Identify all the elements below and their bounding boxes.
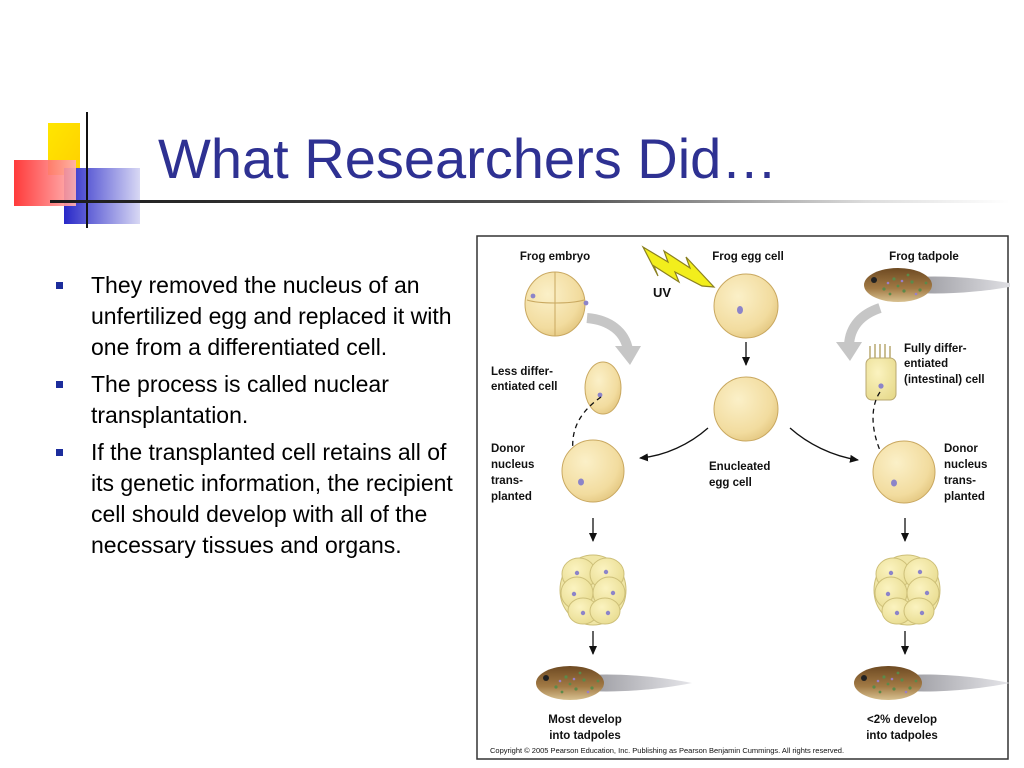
label-frog-embryo: Frog embryo xyxy=(520,251,590,263)
bullet-text: The process is called nuclear transplant… xyxy=(91,371,389,428)
label-donor-right-line4: planted xyxy=(944,491,985,503)
label-uv: UV xyxy=(653,285,671,300)
label-donor-right-line2: nucleus xyxy=(944,459,987,471)
nuclear-transplantation-figure: Frog embryo Frog egg cell Frog tadpole U… xyxy=(476,235,1010,760)
arrow-enucleated-right xyxy=(789,427,859,463)
label-enucleated-line2: egg cell xyxy=(709,477,752,489)
bullet-square-icon xyxy=(56,381,63,388)
label-few-develop-line1: <2% develop xyxy=(867,714,937,726)
copyright-notice: Copyright © 2005 Pearson Education, Inc.… xyxy=(490,746,844,755)
morula-right xyxy=(873,554,941,626)
label-frog-tadpole: Frog tadpole xyxy=(889,251,959,263)
frog-egg-cell xyxy=(713,273,779,339)
bullet-item: The process is called nuclear transplant… xyxy=(56,369,466,431)
frog-embryo-cell xyxy=(524,271,589,337)
label-enucleated-line1: Enucleated xyxy=(709,461,770,473)
arrow-enucleated-left xyxy=(639,427,709,462)
label-donor-right-line3: trans- xyxy=(944,475,976,487)
label-fully-differentiated-line1: Fully differ- xyxy=(904,343,967,355)
deco-blue-square xyxy=(64,168,140,224)
label-most-develop-line2: into tadpoles xyxy=(549,730,621,742)
donor-cell-right xyxy=(872,440,936,504)
label-donor-right-line1: Donor xyxy=(944,443,978,455)
intestinal-cell-icon xyxy=(865,344,897,401)
label-frog-egg-cell: Frog egg cell xyxy=(712,251,784,263)
deco-red-square xyxy=(14,160,76,206)
less-differentiated-cell xyxy=(584,361,622,415)
morula-left xyxy=(559,554,627,626)
label-less-differentiated-line2: entiated cell xyxy=(491,381,557,393)
label-most-develop-line1: Most develop xyxy=(548,714,621,726)
label-donor-left-line4: planted xyxy=(491,491,532,503)
corner-decoration xyxy=(14,112,140,228)
gray-curved-arrow-left xyxy=(586,313,641,365)
dashed-arrow-left xyxy=(569,396,602,467)
label-fully-differentiated-line3: (intestinal) cell xyxy=(904,374,985,386)
label-donor-left-line1: Donor xyxy=(491,443,525,455)
bullet-list: They removed the nucleus of an unfertili… xyxy=(56,270,466,567)
donor-cell-left xyxy=(561,439,625,503)
bullet-square-icon xyxy=(56,449,63,456)
label-donor-left-line3: trans- xyxy=(491,475,523,487)
gray-curved-arrow-right xyxy=(836,303,882,361)
bullet-item: They removed the nucleus of an unfertili… xyxy=(56,270,466,363)
bullet-text: If the transplanted cell retains all of … xyxy=(91,439,453,558)
slide-title: What Researchers Did… xyxy=(158,127,778,190)
enucleated-egg-cell xyxy=(713,376,779,442)
bullet-item: If the transplanted cell retains all of … xyxy=(56,437,466,561)
bullet-text: They removed the nucleus of an unfertili… xyxy=(91,272,452,360)
label-donor-left-line2: nucleus xyxy=(491,459,534,471)
bullet-square-icon xyxy=(56,282,63,289)
label-fully-differentiated-line2: entiated xyxy=(904,358,948,370)
title-underline xyxy=(50,200,1010,203)
label-few-develop-line2: into tadpoles xyxy=(866,730,938,742)
uv-lightning-icon xyxy=(641,245,716,288)
label-less-differentiated-line1: Less differ- xyxy=(491,366,553,378)
